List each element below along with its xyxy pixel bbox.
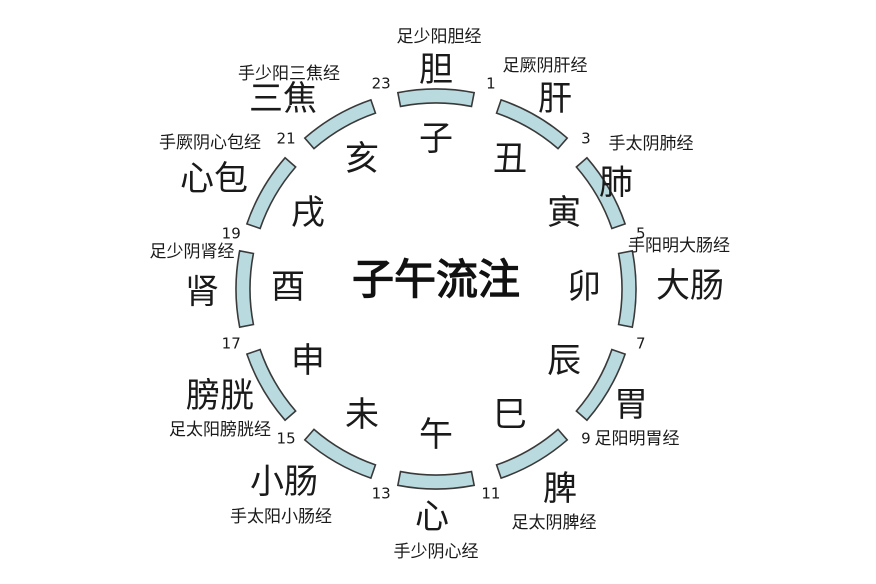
ring-segment-2 xyxy=(495,98,569,150)
organ-label: 肺 xyxy=(599,163,633,203)
meridian-label: 足少阳胆经 xyxy=(397,27,482,47)
organ-label: 心包 xyxy=(180,159,248,199)
meridian-label: 手厥阴心包经 xyxy=(159,133,261,153)
hour-label: 5 xyxy=(636,225,646,243)
branch-label: 巳 xyxy=(493,395,527,435)
hour-label: 23 xyxy=(372,75,391,93)
branch-label: 午 xyxy=(419,415,453,455)
organ-label: 小肠 xyxy=(250,462,318,502)
branch-label: 丑 xyxy=(493,139,527,179)
branch-label: 酉 xyxy=(271,267,305,307)
organ-label: 脾 xyxy=(543,469,577,509)
organ-label: 肝 xyxy=(538,79,572,119)
ring-segment-4 xyxy=(617,249,637,329)
hour-label: 1 xyxy=(486,75,496,93)
diagram-title: 子午流注 xyxy=(352,255,520,304)
meridian-label: 足太阳膀胱经 xyxy=(169,420,271,440)
ring-segment-3 xyxy=(575,156,627,230)
ring-segment-1 xyxy=(396,88,476,108)
branch-label: 辰 xyxy=(547,341,581,381)
branch-label: 戌 xyxy=(291,193,325,233)
meridian-label: 足阳明胃经 xyxy=(595,429,680,449)
ring-segment-5 xyxy=(575,348,627,422)
meridian-label: 手少阳三焦经 xyxy=(238,64,340,84)
hour-label: 13 xyxy=(372,484,391,502)
hour-label: 21 xyxy=(277,130,296,148)
hour-label: 17 xyxy=(222,334,241,352)
ring-segment-7 xyxy=(396,470,476,490)
meridian-label: 足少阴肾经 xyxy=(150,242,235,262)
ring-labels: 23 子胆 足少阳胆经 1 丑肝 足厥阴肝经 3 寅肺 手太阴肺经 5 卯 大肠 手阳明大肠经 7 辰胃足阳… xyxy=(150,27,731,562)
branch-label: 申 xyxy=(291,341,325,381)
hour-label: 15 xyxy=(277,429,296,447)
meridian-label: 足厥阴肝经 xyxy=(503,56,588,76)
organ-label: 胃 xyxy=(614,385,648,425)
meridian-label: 手阳明大肠经 xyxy=(628,236,730,256)
organ-label: 胆 xyxy=(419,50,453,90)
ring-segment-11 xyxy=(245,156,297,230)
hour-label: 11 xyxy=(481,484,500,502)
meridian-label: 手少阴心经 xyxy=(394,542,479,562)
clock-ring xyxy=(235,88,637,490)
meridian-label: 手太阴肺经 xyxy=(609,134,694,154)
hour-label: 3 xyxy=(581,130,591,148)
organ-label: 大肠 xyxy=(656,266,724,306)
branch-label: 未 xyxy=(345,395,379,435)
branch-label: 卯 xyxy=(567,267,601,307)
branch-label: 子 xyxy=(419,119,453,159)
organ-label: 心 xyxy=(415,497,449,537)
meridian-label: 手太阳小肠经 xyxy=(230,507,332,527)
branch-label: 寅 xyxy=(547,193,581,233)
ring-segment-8 xyxy=(303,428,377,480)
hour-label: 7 xyxy=(636,334,646,352)
branch-label: 亥 xyxy=(345,139,379,179)
ring-segment-10 xyxy=(235,249,255,329)
ring-segment-12 xyxy=(303,98,377,150)
meridian-label: 足太阴脾经 xyxy=(512,513,597,533)
ring-segment-6 xyxy=(495,428,569,480)
organ-label: 膀胱 xyxy=(186,376,254,416)
ring-segment-9 xyxy=(245,348,297,422)
hour-label: 9 xyxy=(581,429,591,447)
hour-label: 19 xyxy=(222,225,241,243)
organ-label: 肾 xyxy=(185,272,219,312)
organ-label: 三焦 xyxy=(249,79,317,119)
